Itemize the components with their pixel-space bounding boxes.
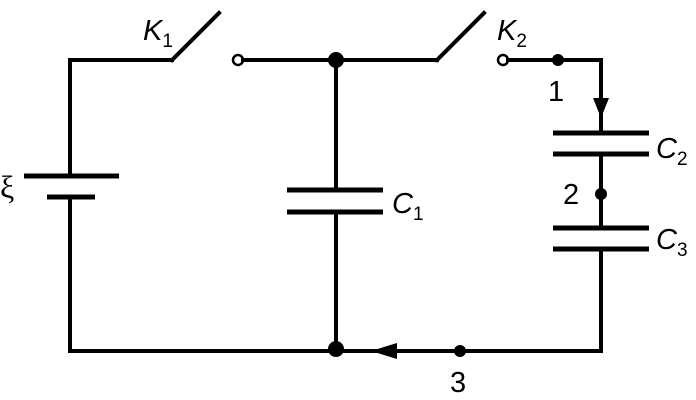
emf-label: ξ	[0, 169, 14, 205]
capacitor-c2	[553, 130, 649, 157]
point-1-dot	[552, 54, 564, 66]
point-2-dot	[595, 188, 607, 200]
capacitor-c1-label: C1	[392, 188, 424, 225]
capacitor-c2-label: C2	[656, 133, 688, 170]
junction-top	[328, 52, 344, 68]
wire-right-bottom	[334, 248, 603, 353]
point-2-label: 2	[563, 179, 579, 211]
switch-k1-blade	[169, 10, 222, 63]
junction-bottom	[328, 341, 344, 357]
capacitor-c3	[553, 225, 649, 252]
point-3-dot	[454, 345, 466, 357]
wire-left-bottom	[68, 195, 338, 353]
capacitor-c1	[287, 187, 383, 215]
arrow-down-icon	[593, 98, 609, 118]
switch-k2-label: K2	[497, 15, 527, 52]
battery	[24, 173, 119, 200]
arrow-left-icon	[371, 343, 397, 359]
point-3-label: 3	[450, 367, 466, 399]
wire-left-top	[68, 58, 174, 175]
switch-k1-label: K1	[143, 15, 173, 52]
point-1-label: 1	[548, 76, 564, 108]
capacitor-c3-label: C3	[656, 224, 688, 261]
switch-k2-blade	[434, 10, 487, 63]
